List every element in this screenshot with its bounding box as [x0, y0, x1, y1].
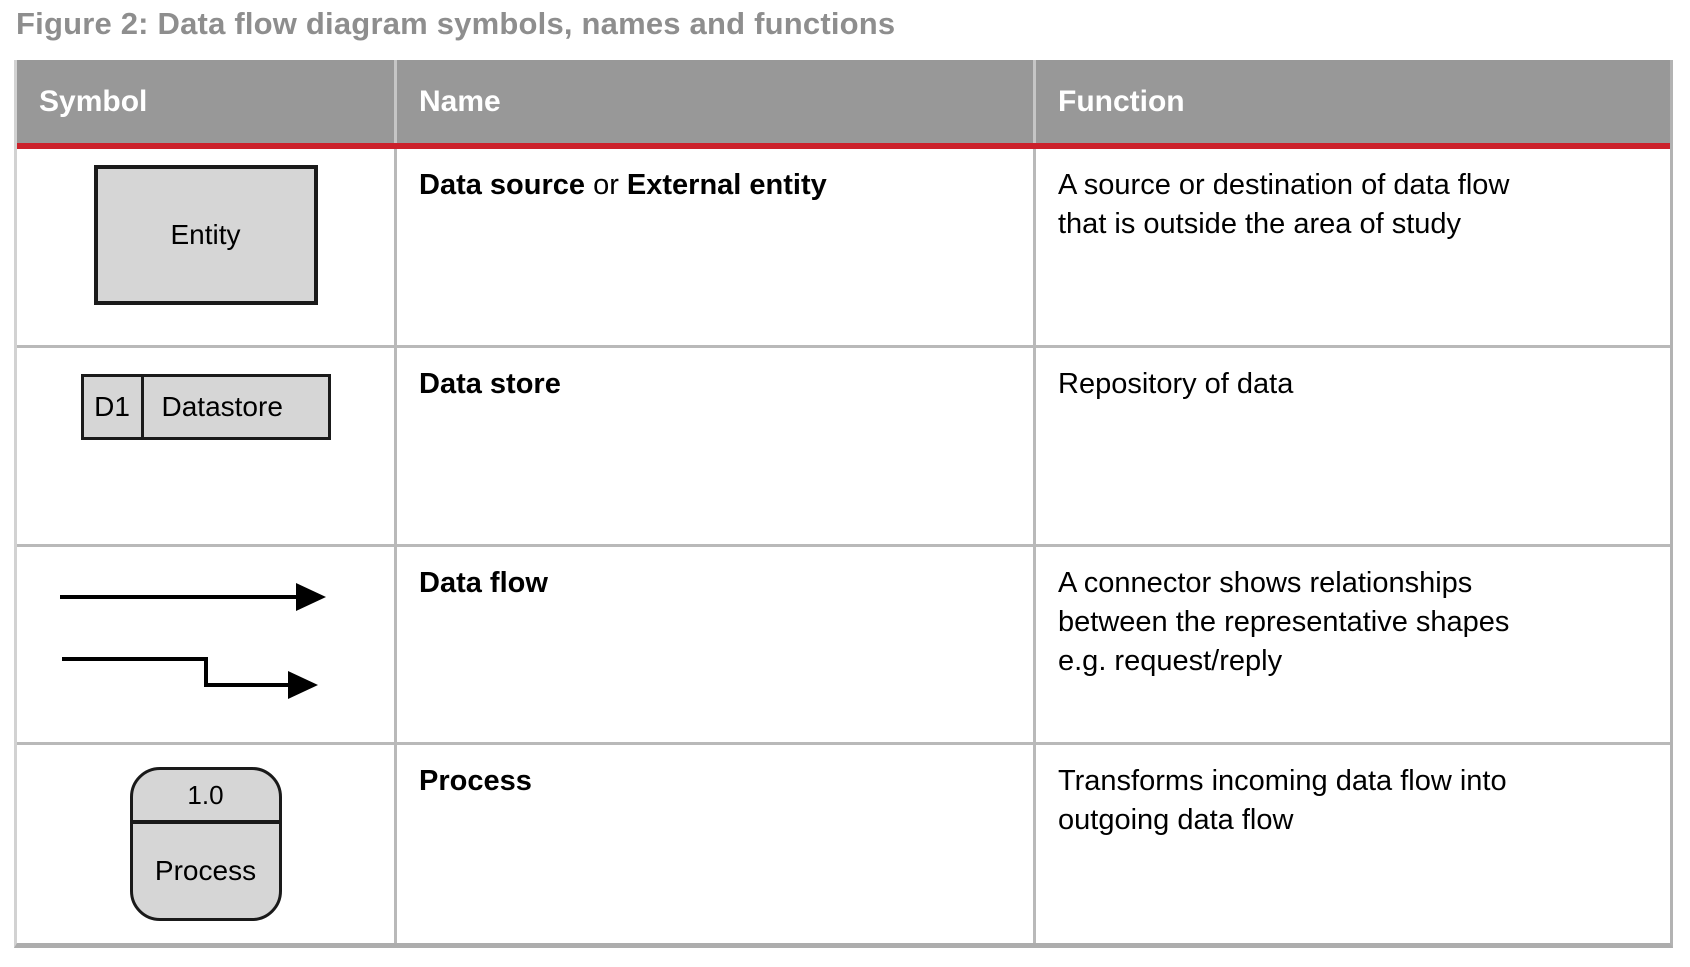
- name-text-bold: Data source: [419, 169, 586, 201]
- header-cell-function: Function: [1058, 84, 1185, 118]
- name-cell-data-flow: Data flow: [397, 547, 1036, 742]
- header-cell-name: Name: [397, 60, 1036, 143]
- process-name-label: Process: [154, 855, 257, 886]
- table-header-row: Symbol Name Function: [17, 60, 1670, 143]
- elbow-arrow-icon: [61, 657, 318, 699]
- symbol-cell-process: 1.0 Process: [17, 745, 397, 943]
- header-accent-line: [17, 143, 1670, 149]
- name-cell-data-store: Data store: [397, 348, 1036, 544]
- function-text: A source or destination of data flow tha…: [1058, 169, 1510, 240]
- function-cell-data-store: Repository of data: [1036, 348, 1670, 544]
- datastore-id-label: D1: [84, 377, 144, 437]
- process-symbol: 1.0 Process: [129, 767, 282, 921]
- function-cell-data-source: A source or destination of data flow tha…: [1036, 149, 1670, 345]
- datastore-symbol: D1 Datastore: [80, 374, 331, 440]
- symbols-table: Symbol Name Function Entity Data source …: [14, 60, 1673, 948]
- dataflow-arrows-symbol: [59, 583, 326, 699]
- name-cell-data-source: Data source or External entity: [397, 149, 1036, 345]
- table-row-data-flow: Data flow A connector shows relationship…: [17, 547, 1670, 745]
- datastore-name-label: Datastore: [161, 391, 283, 422]
- function-text: A connector shows relationships between …: [1058, 567, 1510, 677]
- header-cell-symbol: Symbol: [17, 60, 397, 143]
- name-text-bold: External entity: [626, 169, 827, 201]
- figure-title: Figure 2: Data flow diagram symbols, nam…: [16, 6, 896, 41]
- name-cell-process: Process: [397, 745, 1036, 943]
- function-cell-data-flow: A connector shows relationships between …: [1036, 547, 1670, 742]
- symbol-cell-datastore: D1 Datastore: [17, 348, 397, 544]
- name-text-bold: Data flow: [419, 567, 548, 599]
- function-text: Transforms incoming data flow into outgo…: [1058, 765, 1507, 836]
- symbol-cell-entity: Entity: [17, 149, 397, 345]
- table-row-data-store: D1 Datastore Data store Repository of da…: [17, 348, 1670, 547]
- table-row-process: 1.0 Process Process Transforms incoming …: [17, 745, 1670, 943]
- entity-symbol: Entity: [93, 165, 318, 305]
- process-id-label: 1.0: [132, 770, 279, 824]
- function-text: Repository of data: [1058, 368, 1294, 400]
- name-text-separator: or: [585, 169, 627, 201]
- name-text-bold: Data store: [419, 368, 561, 400]
- straight-arrow-icon: [59, 583, 326, 611]
- table-row-data-source: Entity Data source or External entity A …: [17, 149, 1670, 348]
- symbol-cell-data-flow: [17, 547, 397, 742]
- function-cell-process: Transforms incoming data flow into outgo…: [1036, 745, 1670, 943]
- entity-symbol-label: Entity: [170, 219, 241, 250]
- name-text-bold: Process: [419, 765, 532, 797]
